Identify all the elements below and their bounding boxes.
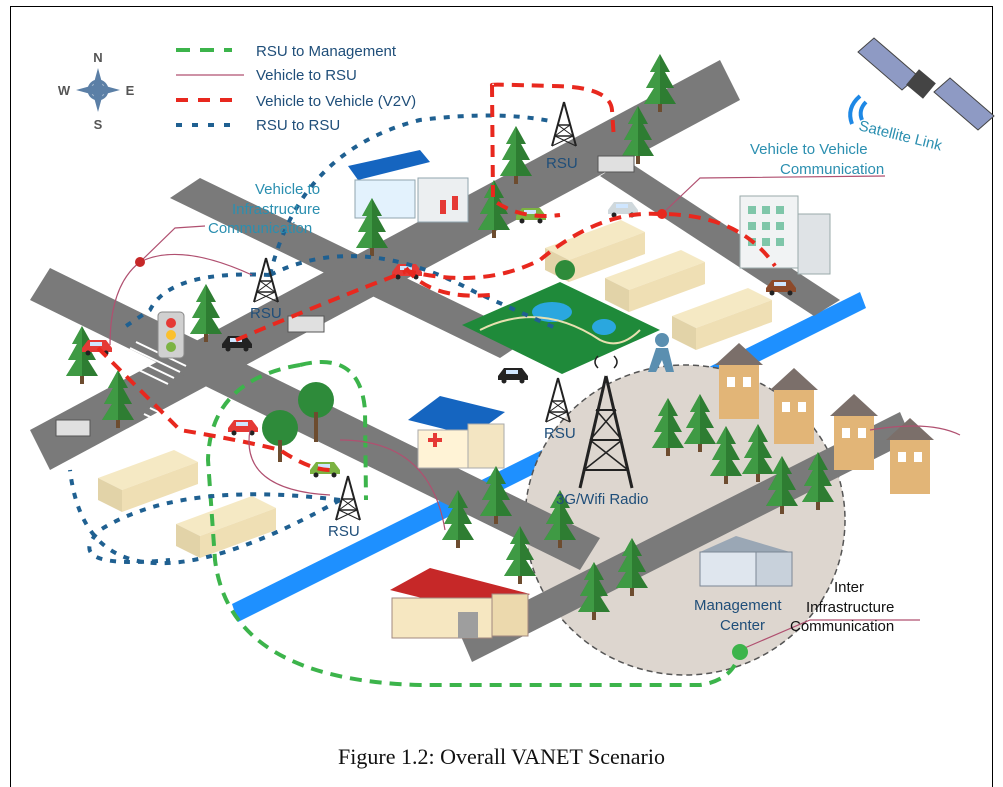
traffic-light: [157, 311, 185, 359]
inter-infrastructure-label-line1: Inter: [834, 579, 864, 596]
compass-n: N: [93, 50, 102, 65]
diagram-labels: Satellite Link Vehicle to Vehicle Commun…: [208, 117, 944, 635]
rsu-tower-3: [545, 377, 571, 423]
legend-label-vehicle-rsu: Vehicle to RSU: [256, 67, 357, 84]
legend-label-rsu-rsu: RSU to RSU: [256, 117, 340, 134]
legend-label-rsu-management: RSU to Management: [256, 43, 397, 60]
radio-label: 3G/Wifi Radio: [556, 491, 649, 508]
v2v-links: [96, 82, 777, 472]
park: [462, 282, 660, 374]
management-anchor-dot: [732, 644, 748, 660]
satellite-icon: [848, 37, 995, 131]
hospital: [408, 396, 505, 469]
management-center-label-line1: Management: [694, 597, 782, 614]
rsu-label-1: RSU: [250, 305, 282, 322]
compass-e: E: [126, 83, 135, 98]
figure-frame: [10, 6, 993, 787]
v2i-label-line2: Infrastructure: [232, 201, 320, 218]
legend-label-v2v: Vehicle to Vehicle (V2V): [256, 93, 416, 110]
office-building: [739, 195, 831, 275]
round-trees: [262, 260, 575, 462]
legend: RSU to Management Vehicle to RSU Vehicle…: [176, 43, 416, 134]
rsu-label-2: RSU: [546, 155, 578, 172]
vehicles: [55, 155, 796, 478]
v2i-label-line1: Vehicle to: [255, 181, 320, 198]
rsu-tower-1: [253, 257, 279, 303]
v2v-communication-label-line2: Communication: [780, 161, 884, 178]
rsu-label-3: RSU: [544, 425, 576, 442]
satellite-link-label: Satellite Link: [857, 117, 944, 154]
v2v-anchor-dot: [657, 209, 667, 219]
rsu-label-4: RSU: [328, 523, 360, 540]
v2i-label-line3: Communication: [208, 220, 312, 237]
compass-s: S: [94, 117, 103, 132]
management-center-building: [699, 536, 793, 587]
figure-caption: Figure 1.2: Overall VANET Scenario: [338, 744, 665, 769]
inter-infrastructure-label-line3: Communication: [790, 618, 894, 635]
v2i-anchor-dot: [135, 257, 145, 267]
radio-tower: [578, 355, 634, 489]
warehouse: [390, 568, 530, 639]
inter-infrastructure-label-line2: Infrastructure: [806, 599, 894, 616]
v2v-communication-label-line1: Vehicle to Vehicle: [750, 141, 868, 158]
rsu-to-rsu-links: [68, 113, 561, 566]
rsu-to-management-links: [205, 360, 742, 687]
management-center-label-line2: Center: [720, 617, 765, 634]
compass-w: W: [58, 83, 71, 98]
houses: [715, 343, 934, 494]
pedestrian-icon: [648, 333, 674, 372]
compass-icon: N S W E: [58, 50, 135, 132]
